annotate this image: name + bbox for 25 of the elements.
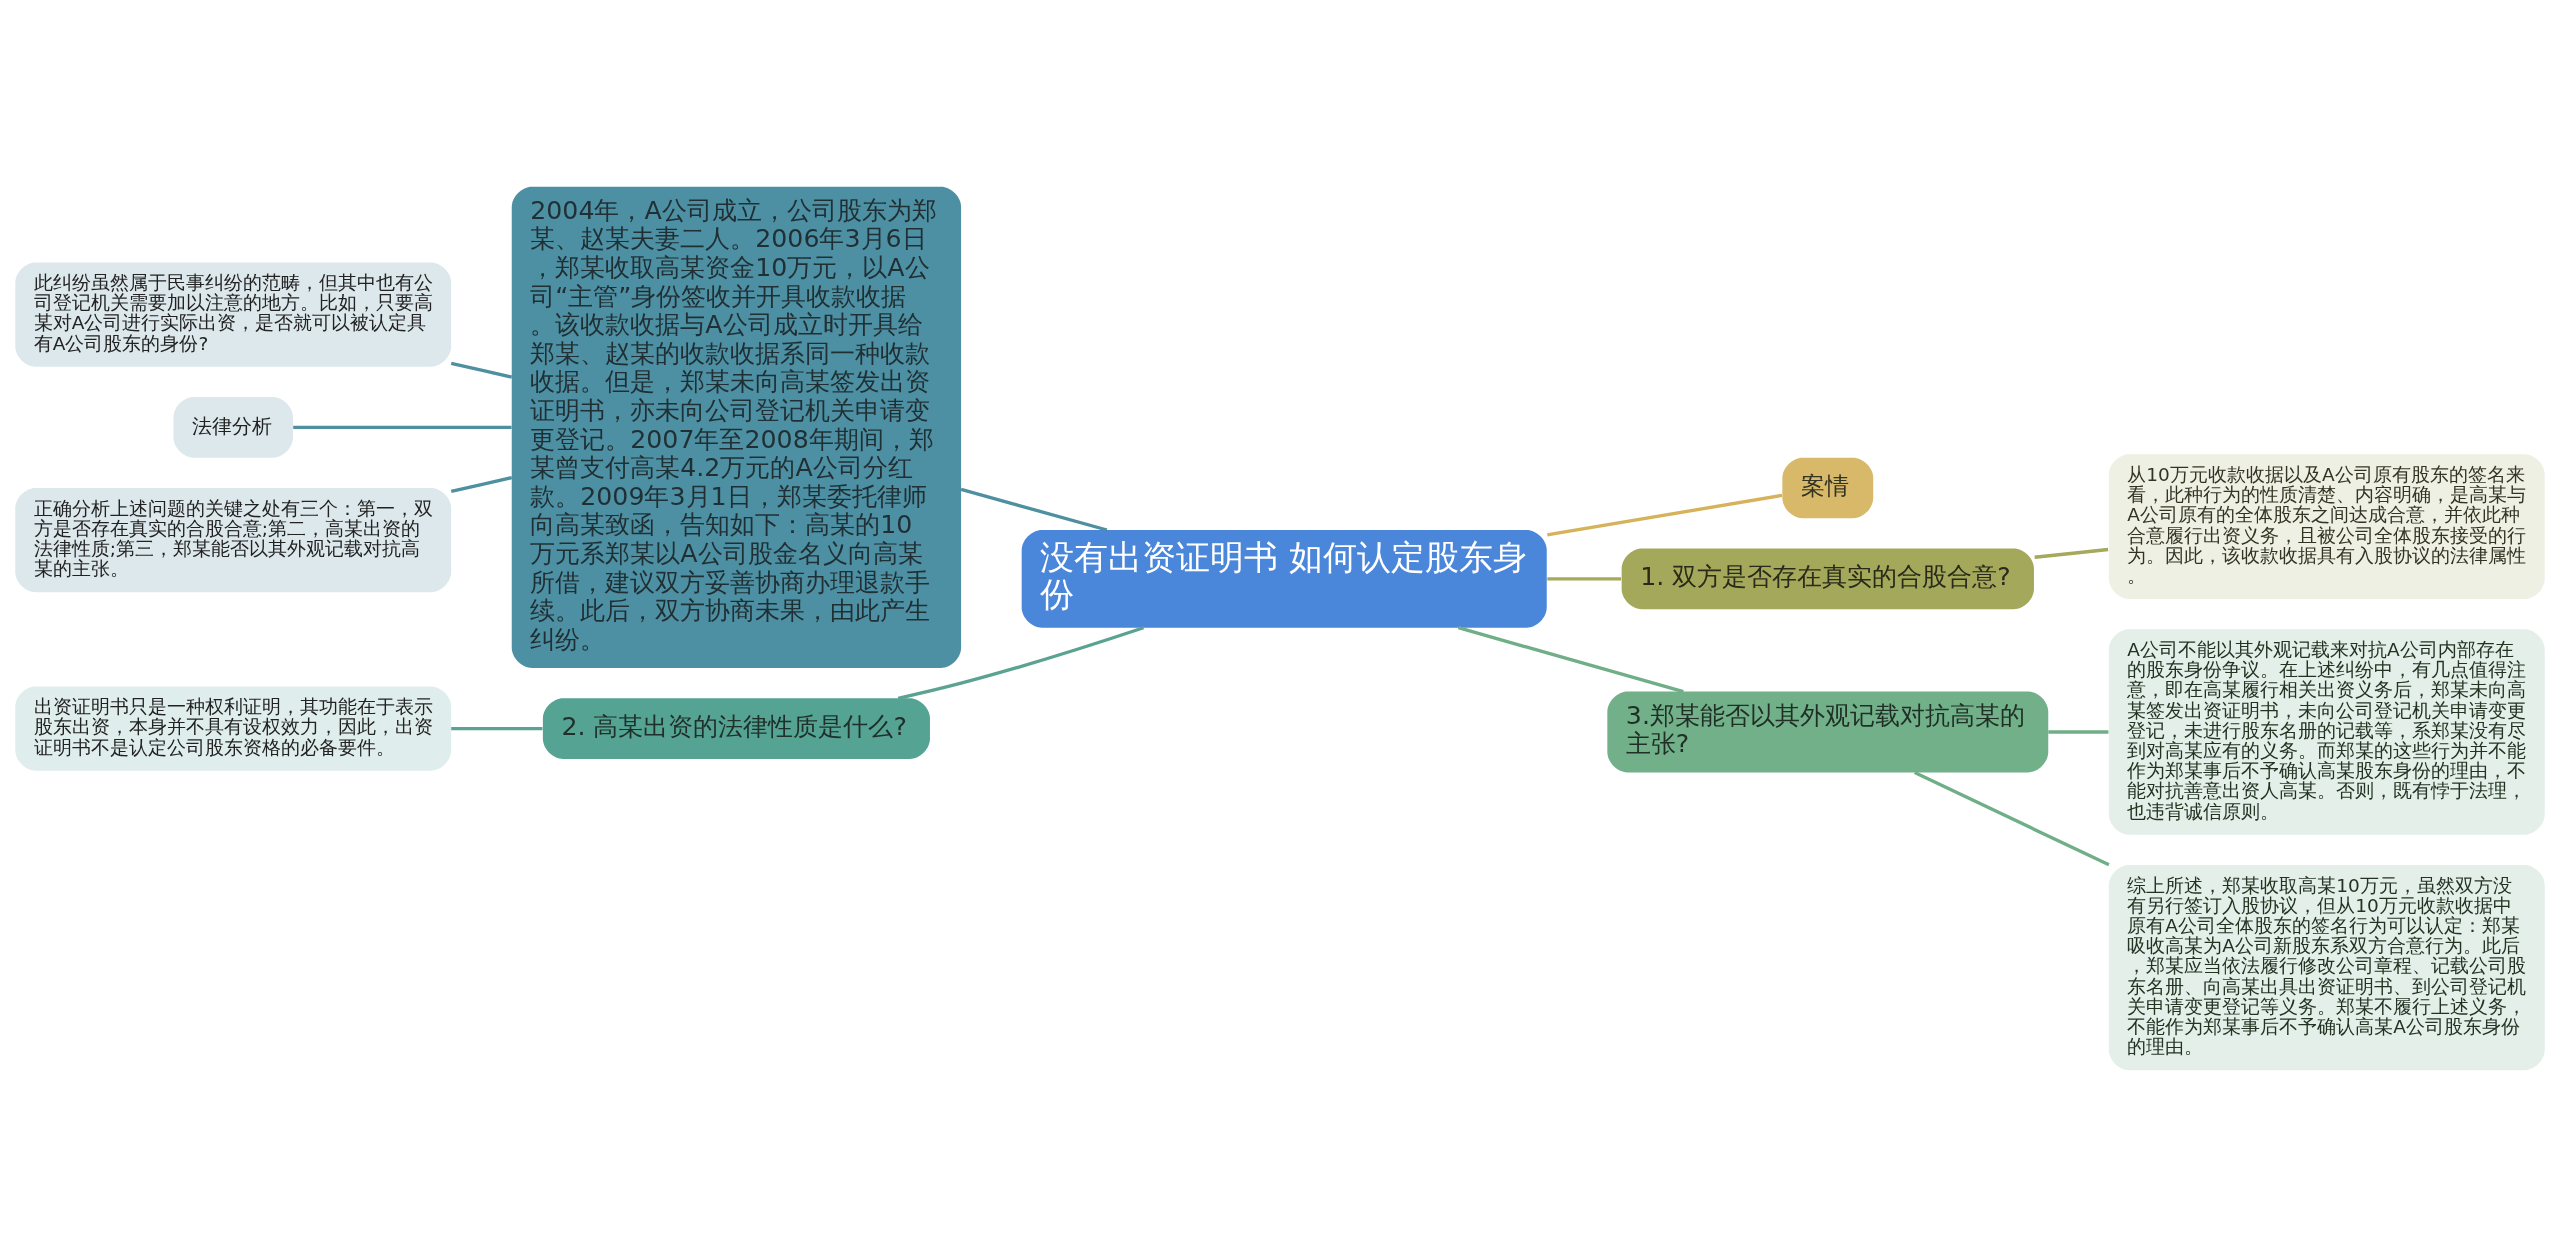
node-box: 法律分析 [173, 396, 293, 458]
node-box: 3.郑某能否以其外观记载对抗高某的主张? [1607, 691, 2049, 772]
connector [1547, 576, 1622, 581]
connector [897, 625, 1145, 700]
connector [293, 425, 512, 429]
node-box: 出资证明书只是一种权利证明，其功能在于表示股东出资，本身并不具有设权效力，因此，出资证明书不是认定公司股东资格的必备要件。 [15, 686, 452, 771]
connector [2048, 729, 2109, 734]
connector [1457, 625, 1684, 693]
node-box: A公司不能以其外观记载来对抗A公司内部存在的股东身份争议。在上述纠纷中，有几点值得注意，即在高某履行相关出资义务后，郑某未向高某签发出资证明书，未向公司登记机关申请变更登记，未进行股东名册的记载等，系郑某没有尽到对高某应有的义务。而郑某的这些行为并不能作为郑某事后不予确认高某股东身份的理由，不能对抗善意出资人高某。否则，既有悖于法理，也违背诚信原则。 [2108, 628, 2545, 835]
connector [451, 726, 543, 730]
node-box: 正确分析上述问题的关键之处有三个：第一，双方是否存在真实的合股合意;第二，高某出资的法律性质;第三，郑某能否以其外观记载对抗高某的主张。 [15, 487, 452, 592]
node-box: 2. 高某出资的法律性质是什么? [542, 697, 930, 759]
connector [1913, 770, 2110, 866]
node-box: 此纠纷虽然属于民事纠纷的范畴，但其中也有公司登记机关需要加以注意的地方。比如，只要高某对A公司进行实际出资，是否就可以被认定具有A公司股东的身份? [15, 261, 452, 367]
connector [450, 475, 513, 493]
node-box: 从10万元收款收据以及A公司原有股东的签名来看，此种行为的性质清楚、内容明确，是高某与A公司原有的全体股东之间达成合意，并依此种合意履行出资义务，且被公司全体股东接受的行为。因此，该收款收据具有入股协议的法律属性。 [2108, 453, 2545, 599]
connector [960, 487, 1108, 532]
connector [2034, 547, 2109, 559]
node-box: 没有出资证明书 如何认定股东身份 [1021, 529, 1547, 628]
node-box: 综上所述，郑某收取高某10万元，虽然双方没有另行签订入股协议，但从10万元收款收据中原有A公司全体股东的签名行为可以认定：郑某吸收高某为A公司新股东系双方合意行为。此后，郑某应当依法履行修改公司章程、记载公司股东名册、向高某出具出资证明书、到公司登记机关申请变更登记等义务。郑某不履行上述义务，不能作为郑某事后不予确认高某A公司股东身份的理由。 [2108, 864, 2545, 1070]
connector [450, 361, 513, 379]
node-box: 2004年，A公司成立，公司股东为郑某、赵某夫妻二人。2006年3月6日，郑某收取高某资金10万元，以A公司“主管”身份签收并开具收款收据。该收款收据与A公司成立时开具给郑某、赵某的收款收据系同一种收款收据。但是，郑某未向高某签发出资证明书，亦未向公司登记机关申请变更登记。2007年至2008年期间，郑某曾支付高某4.2万元的A公司分红款。2009年3月1日，郑某委托律师向高某致函，告知如下：高某的10万元系郑某以A公司股金名义向高某所借，建议双方妥善协商办理退款手续。此后，双方协商未果，由此产生纠纷。 [511, 186, 962, 668]
node-box: 1. 双方是否存在真实的合股合意? [1621, 548, 2034, 609]
connector [1547, 493, 1783, 537]
node-box: 案情 [1782, 457, 1874, 518]
